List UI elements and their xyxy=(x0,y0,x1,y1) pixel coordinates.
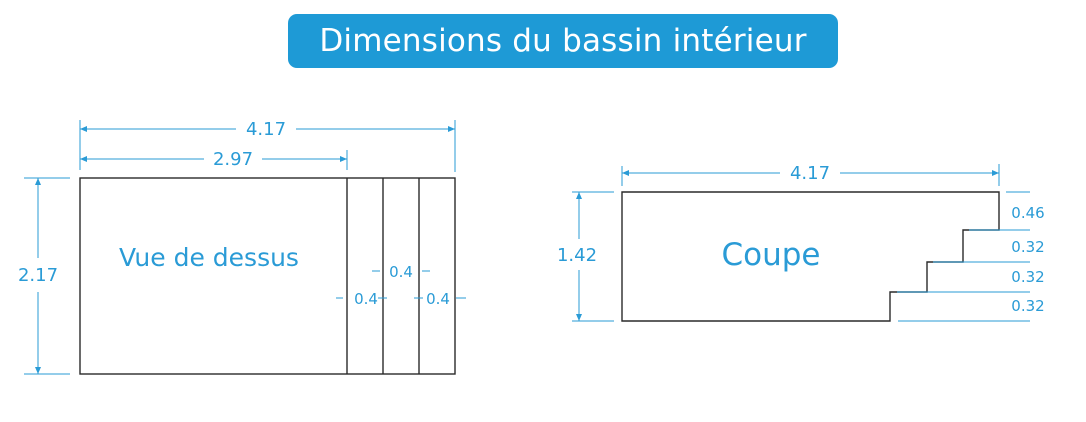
dim-step-depth-1: 0.46 xyxy=(1011,204,1044,222)
dim-step-c-label: 0.4 xyxy=(426,290,450,308)
dim-step-a: 0.4 xyxy=(336,290,387,308)
dim-length-total: 4.17 xyxy=(80,119,455,140)
dim-step-b: 0.4 xyxy=(372,263,430,281)
dim-length-inner: 2.97 xyxy=(80,149,347,170)
top-view-label: Vue de dessus xyxy=(119,243,299,272)
section-view: 4.17 1.42 0.46 0.32 0.32 0.32 Coupe xyxy=(557,163,1045,322)
title-badge: Dimensions du bassin intérieur xyxy=(288,14,838,68)
dim-depth: 1.42 xyxy=(557,192,597,321)
top-view: 4.17 2.97 2.17 0.4 0.4 0.4 xyxy=(18,119,466,375)
dim-length-total-label: 4.17 xyxy=(246,119,286,140)
dim-width-label: 2.17 xyxy=(18,265,58,286)
dim-step-depth-2: 0.32 xyxy=(1011,238,1044,256)
top-view-outline xyxy=(79,177,456,375)
page-title: Dimensions du bassin intérieur xyxy=(319,23,807,59)
dim-step-c: 0.4 xyxy=(414,290,466,308)
dim-step-a-label: 0.4 xyxy=(354,290,378,308)
section-outline xyxy=(621,191,1000,322)
dim-length-inner-label: 2.97 xyxy=(213,149,253,170)
dim-depth-label: 1.42 xyxy=(557,245,597,266)
dim-step-b-label: 0.4 xyxy=(389,263,413,281)
section-label: Coupe xyxy=(721,237,820,273)
dim-width: 2.17 xyxy=(18,178,58,374)
dim-step-depth-4: 0.32 xyxy=(1011,297,1044,315)
dim-section-length-label: 4.17 xyxy=(790,163,830,184)
dim-step-depth-3: 0.32 xyxy=(1011,268,1044,286)
dim-section-length: 4.17 xyxy=(622,163,999,184)
